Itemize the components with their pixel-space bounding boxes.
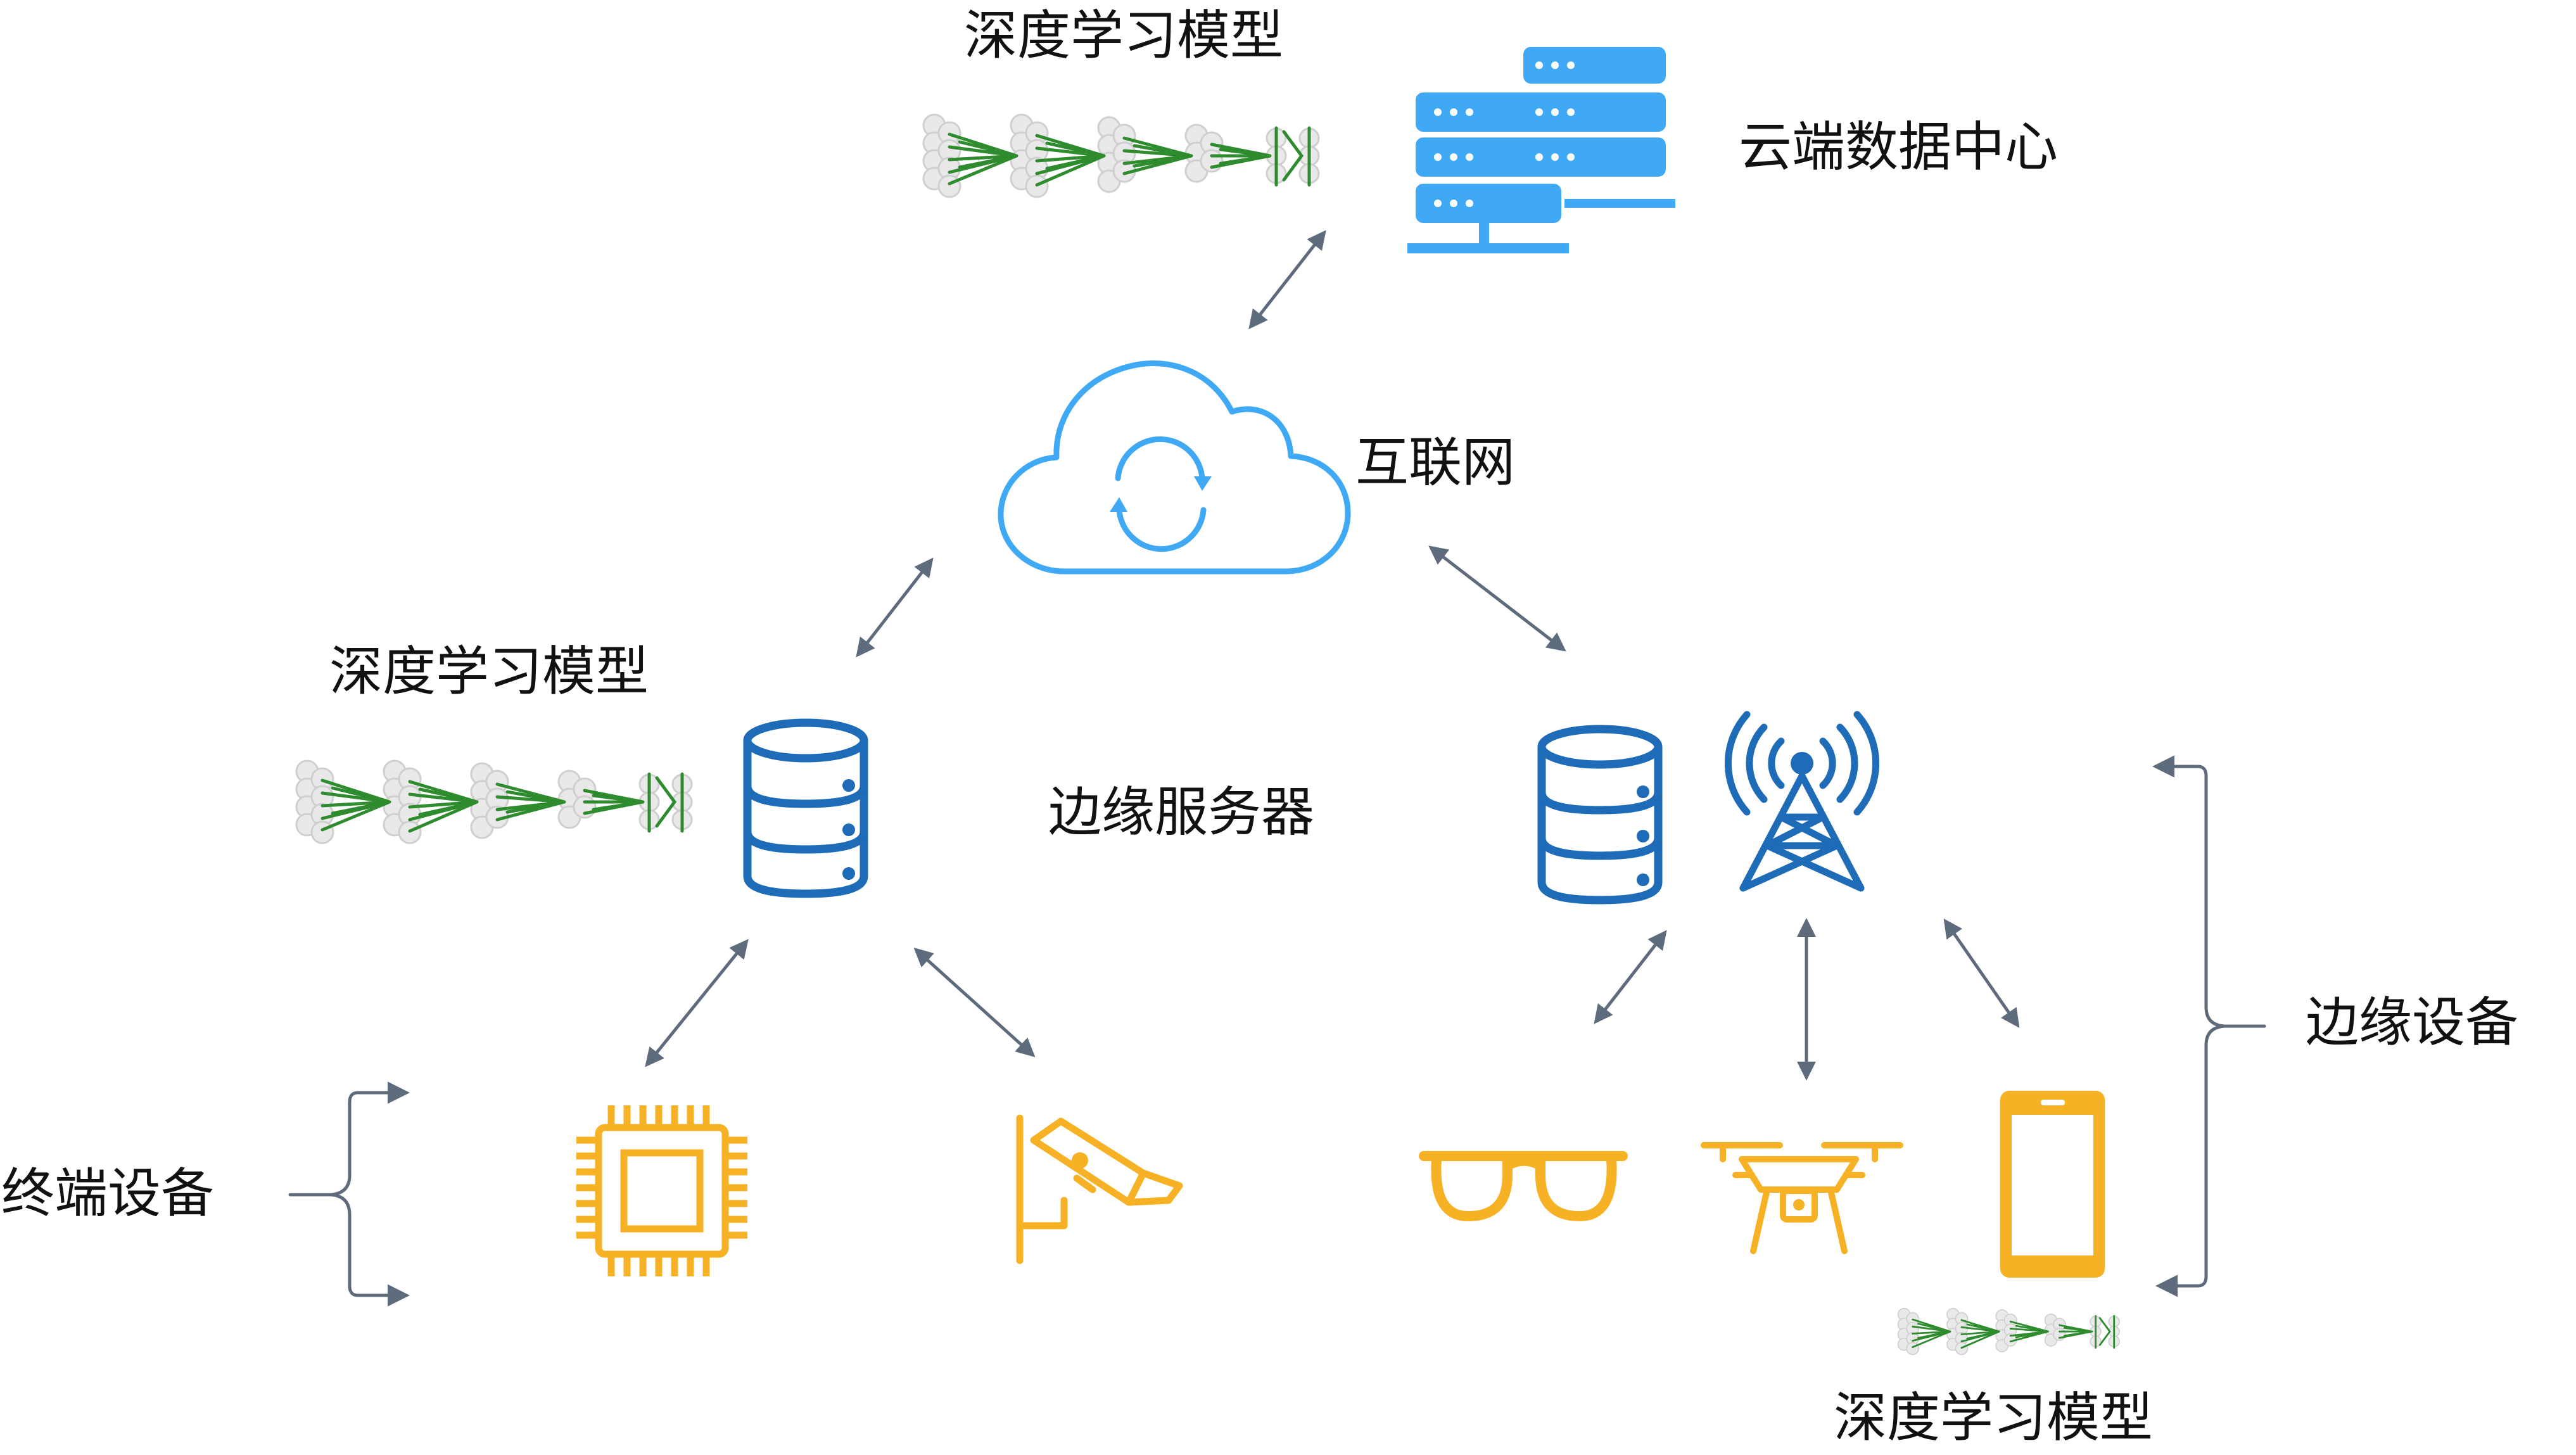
arrow-edgeserver-chip [645, 939, 749, 1067]
end-device-brace [288, 1081, 410, 1307]
connector-arrows [645, 230, 2020, 1081]
arrow-internet-edgeserver-left [856, 557, 934, 658]
database-icon [1542, 729, 1658, 900]
edge-device-label: 边缘设备 [2306, 991, 2519, 1053]
neural-network-icon [296, 761, 692, 843]
arrow-datacenter-internet [1248, 230, 1326, 329]
edge-device-brace [2152, 755, 2266, 1297]
arrow-internet-edgeserver-right [1428, 545, 1566, 652]
server-rack-icon [1407, 47, 1675, 253]
cell-tower-icon [1725, 711, 1879, 892]
internet-label: 互联网 [1355, 431, 1516, 493]
dl-model-label-bottom: 深度学习模型 [1834, 1387, 2154, 1449]
cpu-chip-icon [576, 1105, 747, 1276]
arrow-edgeserver-glasses [1594, 930, 1667, 1024]
dl-model-label-left: 深度学习模型 [329, 640, 649, 702]
end-device-label: 终端设备 [1, 1162, 215, 1224]
arrow-tower-phone [1943, 918, 2020, 1028]
cctv-camera-icon [1016, 1114, 1183, 1264]
cloud-sync-icon [998, 360, 1351, 575]
edge-server-label: 边缘服务器 [1048, 781, 1315, 843]
database-icon [747, 723, 864, 894]
smartphone-icon [2000, 1091, 2105, 1278]
smart-glasses-icon [1419, 1151, 1628, 1221]
arrow-edgeserver-camera [913, 947, 1036, 1058]
dl-model-label-top: 深度学习模型 [964, 4, 1284, 67]
cloud-datacenter-label: 云端数据中心 [1739, 116, 2059, 178]
neural-network-icon [923, 115, 1319, 197]
drone-icon [1701, 1142, 1903, 1254]
neural-network-icon [1897, 1307, 2121, 1356]
